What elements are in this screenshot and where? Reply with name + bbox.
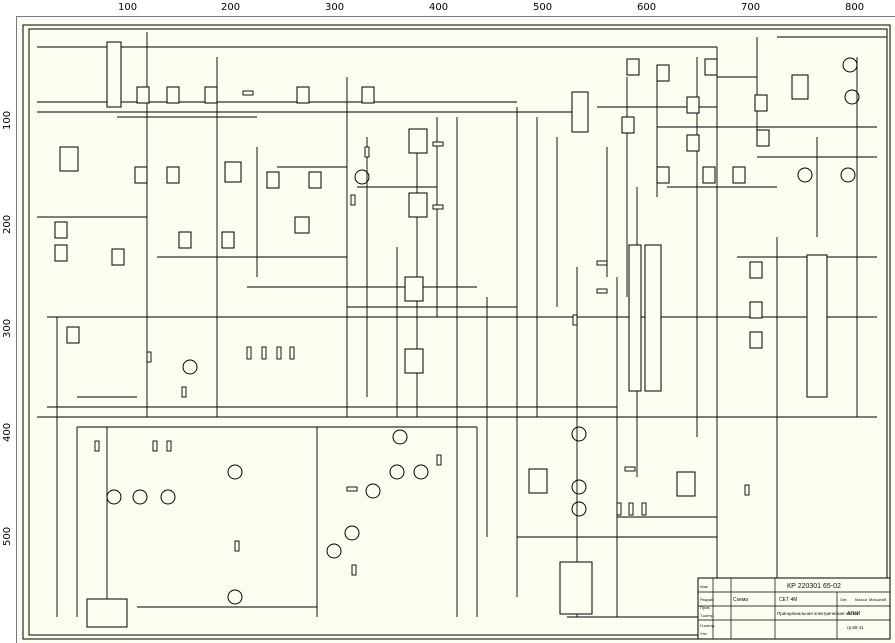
title-header-mass: Масса [855,597,868,602]
ruler-tick-v100: 100 [2,110,13,130]
title-role-izm: Изм. [700,584,709,589]
flip-flops [404,128,696,497]
title-role-razrab: Разраб. [700,597,714,602]
logic-gates [54,41,809,349]
title-role-prov: Пров. [700,605,711,610]
ruler-tick-v300: 300 [2,318,13,338]
vertical-ruler: 100 200 300 400 500 [0,16,17,643]
title-role-nkontr: Н.контр. [700,623,715,628]
resistors-capacitors [94,90,750,576]
title-diagram-title: Принципиальная электрическая схема [777,611,859,616]
ruler-tick-v500: 500 [2,526,13,546]
title-org: АГНИ [847,611,861,617]
title-code: СЕТ 4М [779,597,797,603]
transistors [106,57,860,605]
title-role-tkontr: Т.контр. [700,613,715,618]
title-sheet-label: Схема [733,597,748,603]
schematic-sheet[interactable]: КР 220301 65-02 СЕТ 4М Схема Принципиаль… [17,17,895,643]
title-block: КР 220301 65-02 СЕТ 4М Схема Принципиаль… [697,577,891,640]
drawing-frame [22,24,891,640]
ruler-tick-200: 200 [221,2,241,13]
title-doc-number: КР 220301 65-02 [787,583,841,590]
ruler-tick-100: 100 [118,2,138,13]
ruler-tick-500: 500 [533,2,553,13]
title-header-lit: Лит. [840,597,847,602]
title-header-scale: Масштаб [869,597,887,602]
ic-chips [86,244,828,628]
ruler-tick-800: 800 [845,2,865,13]
ruler-tick-v400: 400 [2,422,13,442]
ruler-tick-300: 300 [325,2,345,13]
ruler-tick-600: 600 [637,2,657,13]
title-group: гр.65-11 [847,625,864,630]
title-role-utv: Утв. [700,631,708,636]
sheet-background [17,17,895,643]
ruler-tick-700: 700 [741,2,761,13]
horizontal-ruler: 100 200 300 400 500 600 700 800 [0,0,895,17]
ruler-tick-v200: 200 [2,214,13,234]
ruler-tick-400: 400 [429,2,449,13]
